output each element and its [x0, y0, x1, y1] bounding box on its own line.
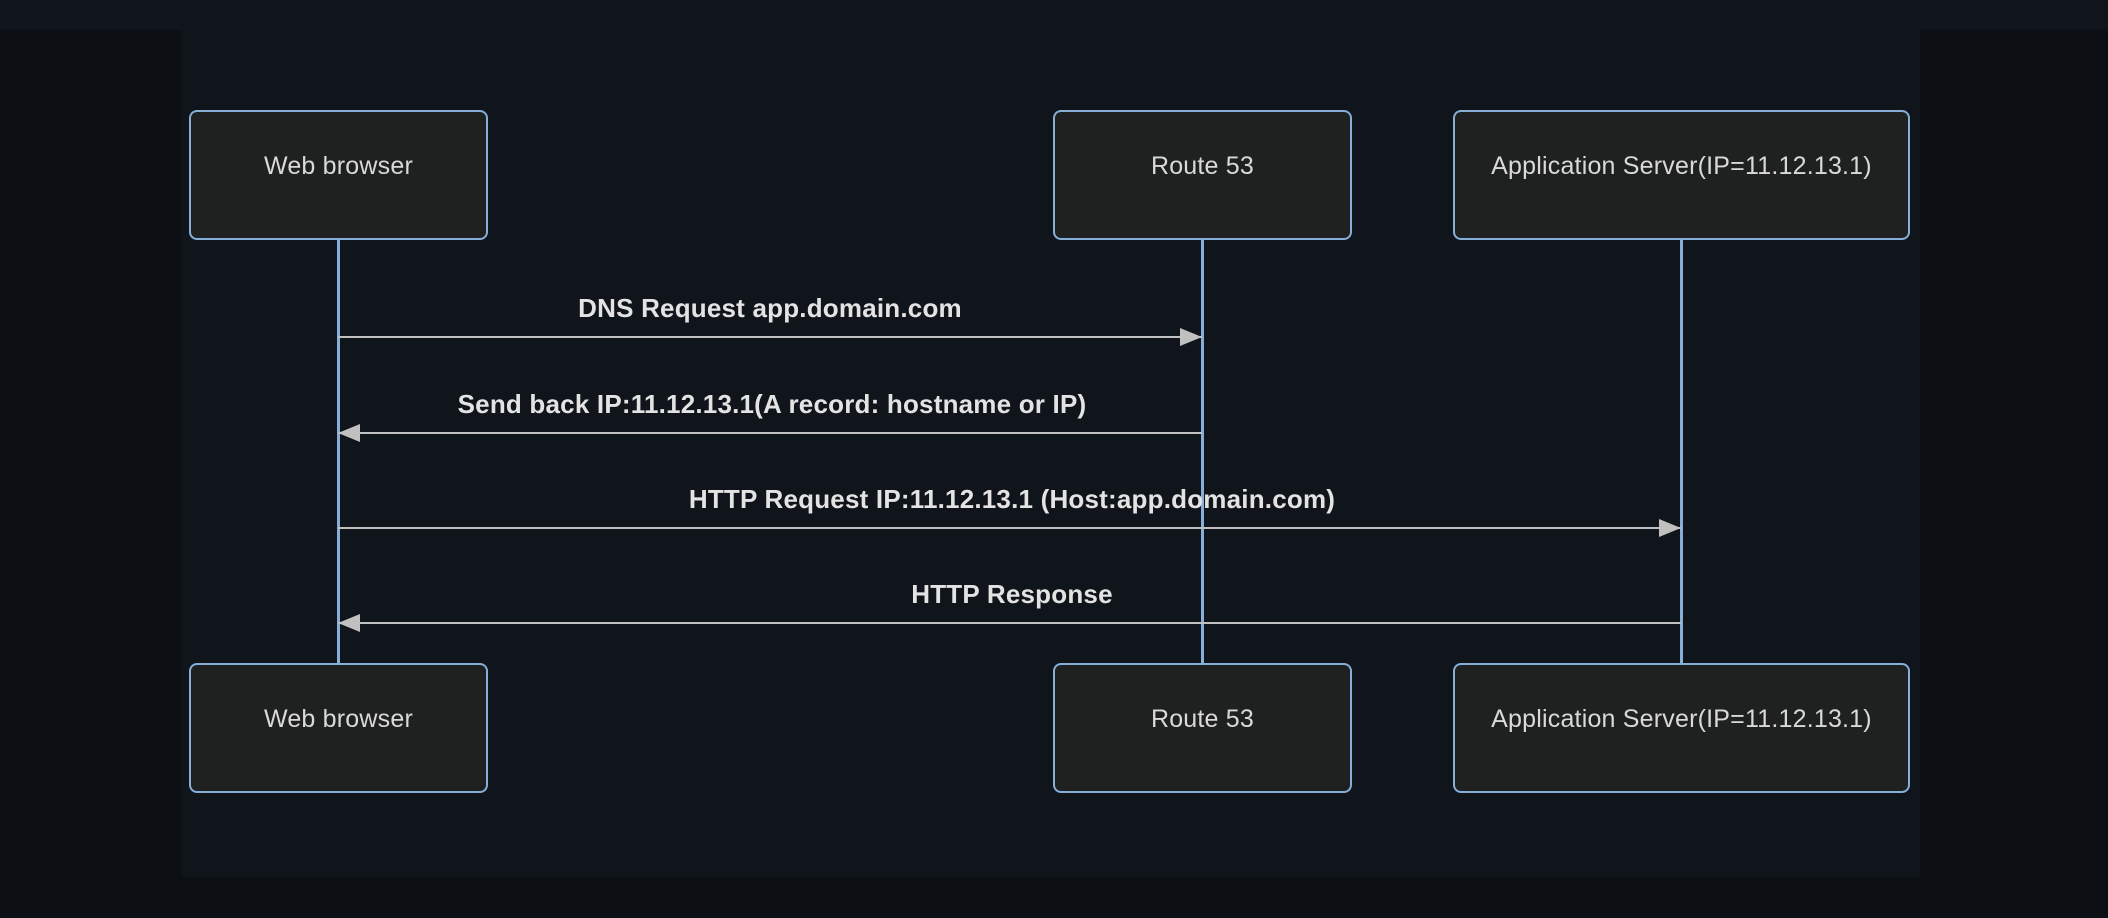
lifeline-app-server [1679, 240, 1683, 663]
actor-label-route-53: Route 53 [1150, 704, 1255, 733]
actor-label-app-server: Application Server(IP=11.12.13.1) [1491, 704, 1872, 733]
actor-box-web-browser-bottom: Web browser [189, 663, 488, 793]
actor-box-app-server-bottom: Application Server(IP=11.12.13.1) [1453, 663, 1910, 793]
message-label-http-response: HTTP Response [911, 579, 1113, 609]
message-label-dns-request: DNS Request app.domain.com [578, 293, 962, 323]
lifeline-route-53 [1200, 240, 1204, 663]
actor-box-route-53-bottom: Route 53 [1053, 663, 1352, 793]
message-line-send-back-ip [338, 431, 1202, 434]
arrowhead-left-icon [338, 614, 360, 632]
actor-box-web-browser-top: Web browser [189, 110, 488, 240]
actor-label-app-server: Application Server(IP=11.12.13.1) [1491, 151, 1872, 180]
message-label-http-request: HTTP Request IP:11.12.13.1 (Host:app.dom… [688, 484, 1336, 514]
actor-box-app-server-top: Application Server(IP=11.12.13.1) [1453, 110, 1910, 240]
message-line-http-response [338, 621, 1681, 624]
message-line-http-request [338, 526, 1681, 529]
actor-label-web-browser: Web browser [263, 151, 413, 180]
arrowhead-right-icon [1180, 328, 1202, 346]
actor-label-web-browser: Web browser [263, 704, 413, 733]
arrowhead-left-icon [338, 424, 360, 442]
top-strip [0, 0, 2108, 30]
message-line-dns-request [338, 335, 1202, 338]
actor-label-route-53: Route 53 [1150, 151, 1255, 180]
actor-box-route-53-top: Route 53 [1053, 110, 1352, 240]
lifeline-web-browser [336, 240, 340, 663]
message-label-send-back-ip: Send back IP:11.12.13.1(A record: hostna… [457, 389, 1087, 419]
arrowhead-right-icon [1659, 519, 1681, 537]
